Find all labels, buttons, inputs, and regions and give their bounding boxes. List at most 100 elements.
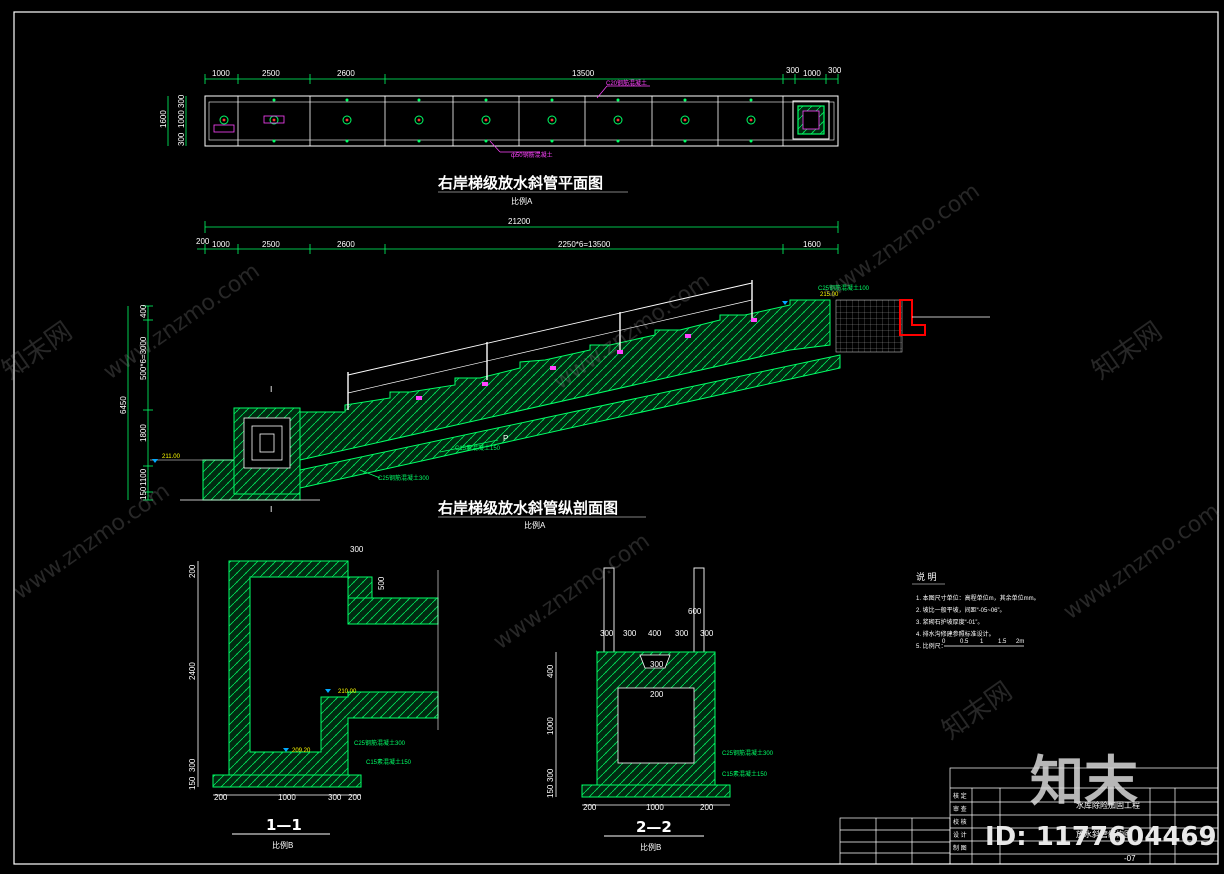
profile-note-c25-top: C25钢筋混凝土100 bbox=[818, 284, 870, 292]
notes-block: 说 明 1. 本图尺寸单位：高程单位m，其余单位mm。 2. 坡比一般平坡，间距… bbox=[912, 571, 1040, 650]
profile-note-c15: C15素混凝土150 bbox=[455, 444, 501, 452]
profile-dim-2: 500*6=3000 bbox=[139, 336, 148, 380]
wm-site-3: www.znzmo.com bbox=[819, 179, 984, 305]
s11-dim-9: 300 bbox=[328, 793, 342, 802]
profile-section-mark-bottom: Ⅰ bbox=[270, 505, 272, 514]
plan-dim-4: 13500 bbox=[572, 69, 595, 78]
scale-tick-4: 2m bbox=[1016, 639, 1024, 645]
profile-dim-3: 6450 bbox=[119, 396, 128, 414]
s11-note-c15: C15素混凝土150 bbox=[366, 758, 412, 766]
s22-scale: 比例B bbox=[640, 842, 661, 852]
notes-line-5: 5. 比例尺： bbox=[916, 642, 947, 650]
plan-dim-7: 300 bbox=[828, 66, 842, 75]
s11-elev-2: 209.20 bbox=[292, 748, 311, 754]
section-2-2: 600 300 300 400 300 300 300 200 400 1000… bbox=[546, 567, 774, 852]
s11-note-c25: C25钢筋混凝土300 bbox=[354, 739, 406, 747]
plan-dim-1: 1000 bbox=[212, 69, 230, 78]
s11-dim-2: 500 bbox=[377, 576, 386, 590]
profile-section-mark-top: Ⅰ bbox=[270, 385, 272, 394]
profile-dim-1: 400 bbox=[139, 304, 148, 318]
title-block bbox=[839, 767, 1219, 865]
profile-elev-top: 215.00 bbox=[820, 292, 839, 298]
tb-number: -07 bbox=[1124, 854, 1136, 863]
overall-dim-3: 2500 bbox=[262, 240, 280, 249]
title-block-text: 核 定 审 查 校 核 设 计 制 图 水库除险加固工程 放水斜管结构图 -07 bbox=[953, 792, 1140, 863]
wm-site-6: www.znzmo.com bbox=[1059, 499, 1224, 625]
scale-tick-3: 1.5 bbox=[998, 639, 1007, 645]
profile-mark-p: P bbox=[503, 434, 508, 443]
tb-row-4: 设 计 bbox=[953, 831, 967, 839]
s22-dim-14: 1000 bbox=[646, 803, 664, 812]
s22-dim-2: 300 bbox=[600, 629, 614, 638]
overall-dim-1: 200 bbox=[196, 237, 210, 246]
s22-dim-13: 200 bbox=[583, 803, 597, 812]
plan-label-pipe: ф50钢筋混凝土 bbox=[511, 151, 553, 159]
s22-dim-4: 400 bbox=[648, 629, 662, 638]
s22-dim-11: 300 bbox=[546, 768, 555, 782]
s11-dim-1: 300 bbox=[350, 545, 364, 554]
overall-dim-5: 2250*6=13500 bbox=[558, 240, 611, 249]
profile-note-c25: C25钢筋混凝土300 bbox=[378, 474, 430, 482]
tb-row-1: 核 定 bbox=[953, 792, 967, 800]
wm-brand-3: 知末网 bbox=[937, 676, 1018, 745]
s22-note-c15: C15素混凝土150 bbox=[722, 770, 768, 778]
s11-dim-6: 150 bbox=[188, 776, 197, 790]
wm-brand-1: 知末网 bbox=[0, 316, 78, 385]
s11-scale: 比例B bbox=[272, 840, 293, 850]
s22-title: 2—2 bbox=[636, 818, 672, 836]
overall-dimensions: 21200 200 1000 2500 2600 2250*6=13500 16… bbox=[196, 217, 839, 254]
wm-brand-2: 知末网 bbox=[1087, 316, 1168, 385]
scale-tick-0: 0 bbox=[942, 639, 946, 645]
tb-drawing: 放水斜管结构图 bbox=[1076, 829, 1132, 839]
s22-dim-5: 300 bbox=[675, 629, 689, 638]
plan-dim-6: 1000 bbox=[803, 69, 821, 78]
wm-site-1: www.znzmo.com bbox=[99, 259, 264, 385]
plan-dim-2: 2500 bbox=[262, 69, 280, 78]
profile-scale: 比例A bbox=[524, 520, 546, 530]
plan-side-dim-3: 300 bbox=[177, 132, 186, 146]
s22-dim-7: 300 bbox=[650, 660, 664, 669]
section-1-1: 300 500 200 2400 300 150 200 1000 300 20… bbox=[188, 545, 439, 850]
s11-dim-5: 300 bbox=[188, 758, 197, 772]
profile-title: 右岸梯级放水斜管纵剖面图 bbox=[438, 499, 618, 517]
profile-dim-6: 150 bbox=[139, 486, 148, 500]
notes-line-2: 2. 坡比一般平坡，间距“-05~06”。 bbox=[916, 606, 1006, 614]
s22-dim-15: 200 bbox=[700, 803, 714, 812]
s22-dim-6: 300 bbox=[700, 629, 714, 638]
tb-row-3: 校 核 bbox=[953, 818, 967, 826]
notes-line-1: 1. 本图尺寸单位：高程单位m，其余单位mm。 bbox=[916, 594, 1040, 602]
notes-line-3: 3. 浆砌石护坡厚度“-01”。 bbox=[916, 618, 983, 626]
plan-dim-5: 300 bbox=[786, 66, 800, 75]
s22-dim-10: 1000 bbox=[546, 717, 555, 735]
profile-dim-5: 1100 bbox=[139, 468, 148, 486]
plan-side-dim-4: 1600 bbox=[159, 110, 168, 128]
s11-dim-3: 200 bbox=[188, 564, 197, 578]
tb-project: 水库除险加固工程 bbox=[1076, 800, 1140, 810]
s22-dim-3: 300 bbox=[623, 629, 637, 638]
overall-total: 21200 bbox=[508, 217, 531, 226]
overall-dim-6: 1600 bbox=[803, 240, 821, 249]
drawing-frame bbox=[13, 11, 1219, 865]
s11-dim-8: 1000 bbox=[278, 793, 296, 802]
profile-view: 400 500*6=3000 6450 1800 1100 150 bbox=[119, 280, 990, 530]
notes-heading: 说 明 bbox=[916, 571, 937, 582]
id-watermark: ID: 1177604469 bbox=[985, 822, 1217, 852]
plan-scale: 比例A bbox=[511, 196, 533, 206]
plan-side-dim-1: 300 bbox=[177, 94, 186, 108]
s11-title: 1—1 bbox=[266, 816, 302, 834]
s22-note-c25: C25钢筋混凝土300 bbox=[722, 749, 774, 757]
s22-dim-12: 150 bbox=[546, 784, 555, 798]
overall-dim-4: 2600 bbox=[337, 240, 355, 249]
plan-title: 右岸梯级放水斜管平面图 bbox=[438, 174, 603, 192]
s11-elev-1: 210.00 bbox=[338, 689, 357, 695]
scale-tick-2: 1 bbox=[980, 639, 984, 645]
plan-side-dim-2: 1000 bbox=[177, 110, 186, 128]
plan-label-c20: C20钢筋混凝土 bbox=[606, 79, 647, 87]
notes-line-4: 4. 排水沟修建参照标准设计。 bbox=[916, 630, 995, 638]
scale-tick-1: 0.5 bbox=[960, 639, 969, 645]
profile-elev-bottom: 211.00 bbox=[162, 454, 181, 460]
profile-dim-4: 1800 bbox=[139, 424, 148, 442]
s22-dim-9: 400 bbox=[546, 664, 555, 678]
plan-dim-3: 2600 bbox=[337, 69, 355, 78]
